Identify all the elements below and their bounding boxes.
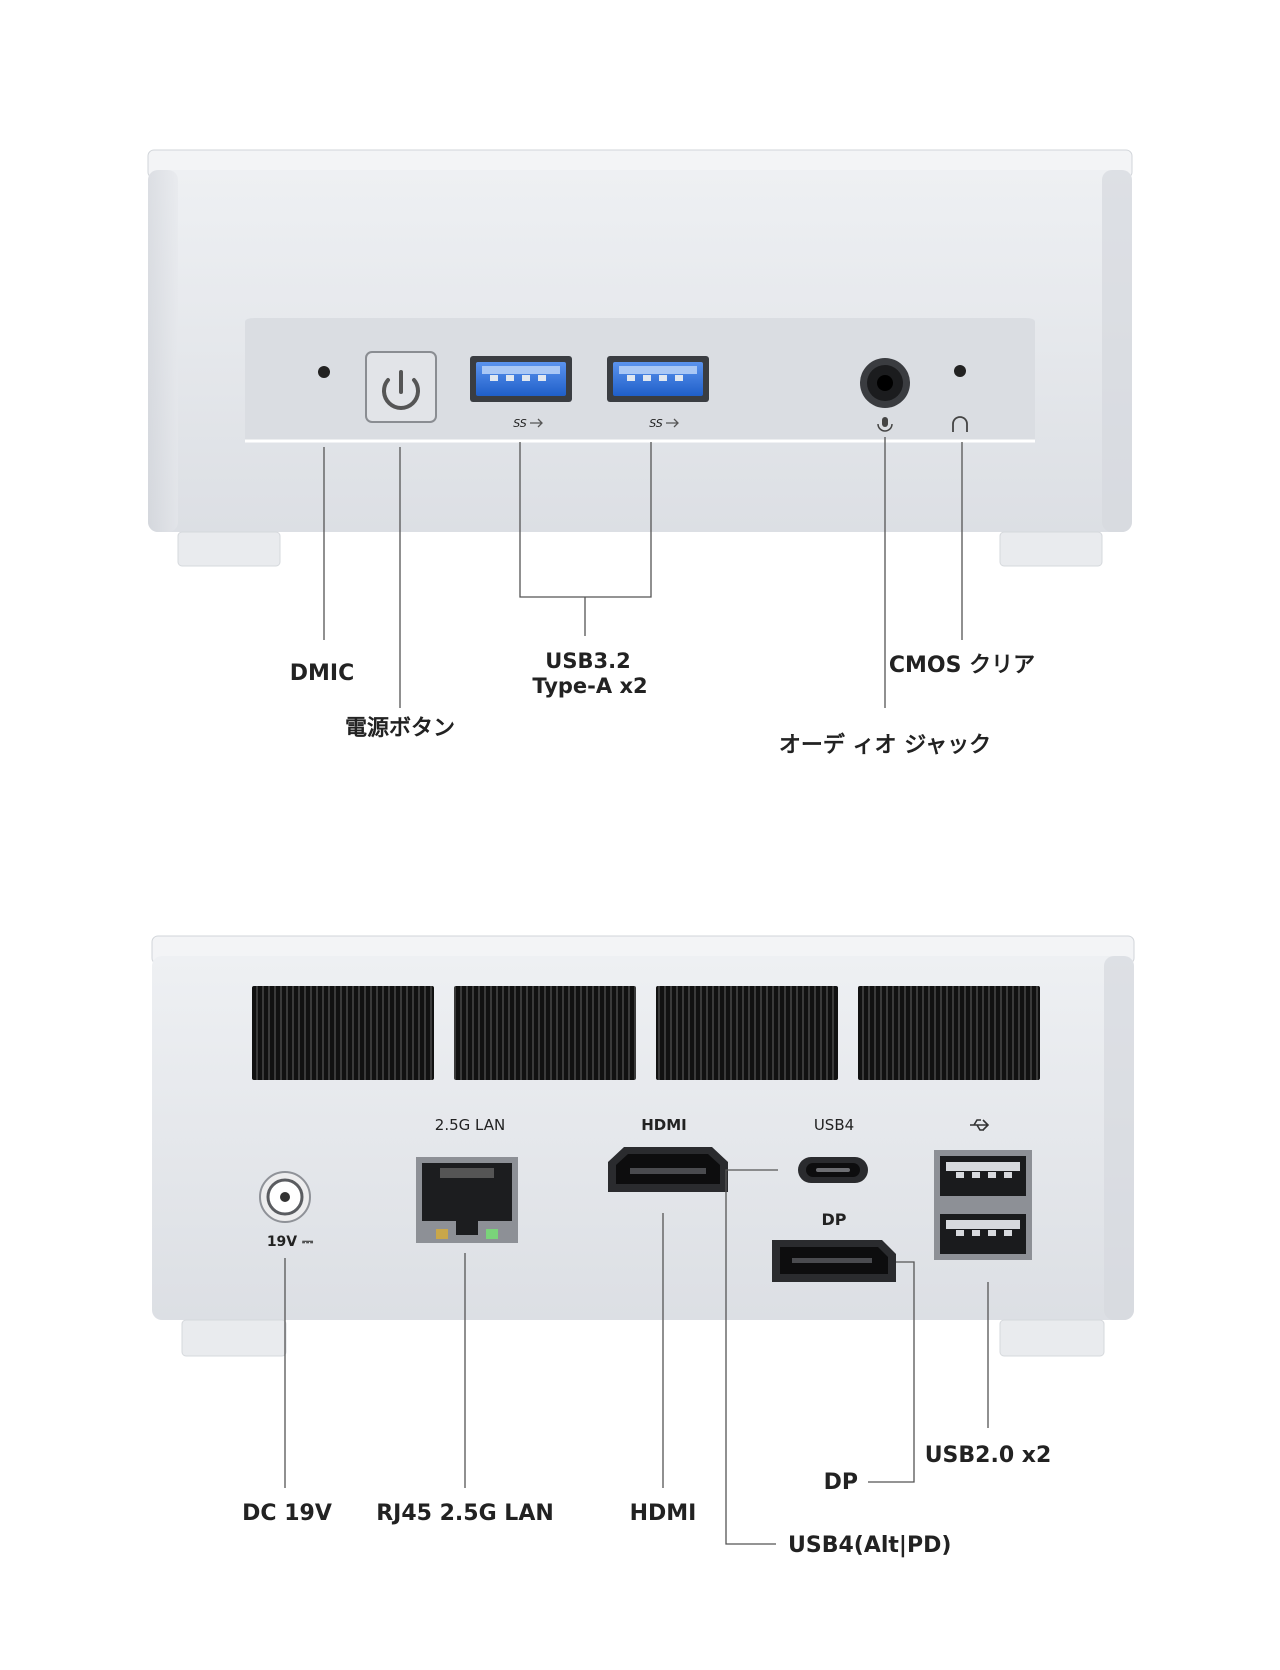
usb3-port-2[interactable] (607, 356, 709, 402)
usb32-label-line2: Type-A x2 (532, 674, 647, 698)
front-leader-lines (323, 437, 963, 708)
vent-grille-1 (252, 986, 434, 1080)
hdmi-port[interactable] (608, 1147, 728, 1192)
usb3-logo-1-text: SS (513, 417, 527, 430)
usb2-port-stack[interactable] (934, 1150, 1032, 1260)
power-button[interactable] (365, 351, 437, 423)
usb3-logo-2-text: SS (649, 417, 663, 430)
rear-leader-lines (284, 1169, 989, 1545)
rj45-lan-label: RJ45 2.5G LAN (376, 1501, 554, 1526)
usb-icon (530, 418, 543, 428)
dc-jack[interactable] (259, 1171, 311, 1223)
dc-port-mark: 19V ⎓ (267, 1234, 314, 1250)
rear-foot-right (999, 1319, 1105, 1357)
usb4-port[interactable] (798, 1157, 868, 1183)
front-foot-right (999, 531, 1103, 567)
usb2-label: USB2.0 x2 (925, 1443, 1052, 1468)
headphone-icon (952, 416, 968, 432)
power-button-label: 電源ボタン (345, 716, 455, 741)
usb4-port-mark: USB4 (814, 1116, 854, 1134)
cmos-clear-label: CMOS クリア (889, 653, 1035, 678)
lan-port-mark: 2.5G LAN (435, 1116, 505, 1134)
dmic-label: DMIC (290, 661, 355, 686)
rear-view: 19V ⎓ 2.5G LAN HDMI USB4 DP (151, 935, 1135, 1558)
usb4-label: USB4(Alt|PD) (788, 1533, 951, 1558)
lan-port[interactable] (416, 1157, 518, 1243)
front-foot-left (177, 531, 281, 567)
usb32-label-line1: USB3.2 (545, 649, 630, 673)
dp-label: DP (824, 1470, 858, 1495)
dc-19v-label: DC 19V (242, 1501, 332, 1526)
usb3-port-1[interactable] (470, 356, 572, 402)
dp-port-mark: DP (821, 1210, 846, 1229)
cmos-clear-hole-icon[interactable] (954, 365, 966, 377)
audio-jack-label: オーデ ィオ ジャック (779, 732, 991, 758)
audio-jack[interactable] (860, 358, 910, 408)
power-icon (382, 378, 420, 410)
dmic-hole-icon (318, 366, 330, 378)
hdmi-label: HDMI (630, 1501, 697, 1526)
vent-grille-4 (858, 986, 1040, 1080)
vent-grille-2 (454, 986, 636, 1080)
rear-foot-left (181, 1319, 287, 1357)
headset-mic-icon (877, 417, 893, 432)
usb-icon (666, 418, 679, 428)
hdmi-port-mark: HDMI (641, 1116, 687, 1134)
displayport[interactable] (772, 1240, 896, 1282)
front-view: SS SS DMIC 電源ボタン USB3.2 Type- (147, 149, 1133, 758)
vent-grille-3 (656, 986, 838, 1080)
usb-icon (970, 1119, 990, 1131)
